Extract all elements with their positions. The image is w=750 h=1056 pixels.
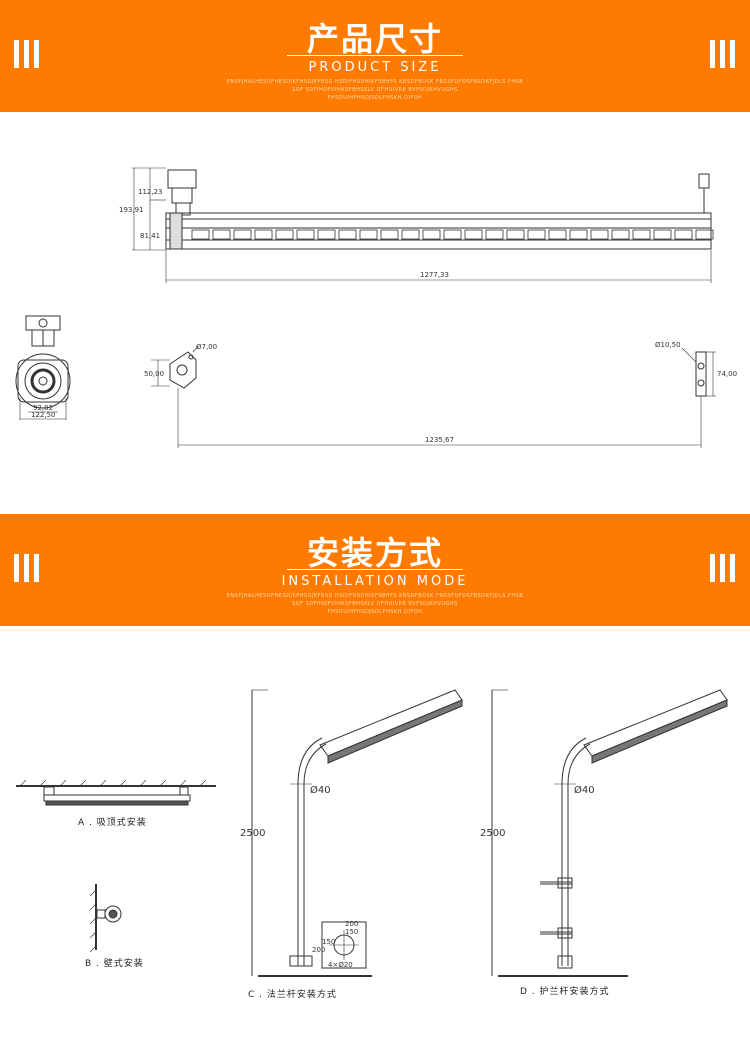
louver-fin <box>653 229 672 240</box>
decor-text: ENSFJHALHESOFHESDJKFHSDJKFBSD HSDIFHSDHI… <box>226 79 524 101</box>
dim-flange-holes: 4×Ø20 <box>328 961 353 969</box>
louver-fin <box>317 229 336 240</box>
dim-flange-outer: 200 <box>345 920 358 928</box>
louver-fin <box>527 229 546 240</box>
dim-bracket-right: 74,00 <box>717 370 737 378</box>
louver-fin <box>296 229 315 240</box>
louver-fin <box>695 229 714 240</box>
louver-fin <box>548 229 567 240</box>
louver-fin <box>338 229 357 240</box>
wall-mount-drawing <box>89 884 122 953</box>
louver-fin <box>443 229 462 240</box>
louver-fin <box>233 229 252 240</box>
decor-bars-left <box>14 40 42 68</box>
decor-bars-right <box>710 40 738 68</box>
dim-pole-height-d: 2500 <box>480 828 505 839</box>
dim-hole-spacing: 1235,67 <box>425 436 454 444</box>
caption-guardrail-pole: D . 护兰杆安装方式 <box>520 987 610 997</box>
louver-fin <box>191 229 210 240</box>
louver-fin <box>590 229 609 240</box>
dim-total-length: 1277,33 <box>420 271 449 279</box>
flange-pole-drawing <box>251 689 463 977</box>
product-dimension-drawing: 112,23 193,91 81,41 1277,33 92,02 122,50 <box>15 167 737 448</box>
section-subtitle: INSTALLATION MODE <box>281 574 469 589</box>
dim-pole-diameter-d: Ø40 <box>574 784 595 796</box>
dim-pole-diameter: Ø40 <box>310 784 331 796</box>
dim-flange-outer-side: 200 <box>312 946 325 954</box>
louver-fin <box>485 229 504 240</box>
dim-flange-inner-side: 150 <box>322 938 335 946</box>
caption-ceiling-mount: A . 吸顶式安装 <box>78 818 147 828</box>
louver-fin <box>401 229 420 240</box>
dim-total-height: 193,91 <box>119 206 144 214</box>
louver-fin <box>254 229 273 240</box>
section-subtitle: PRODUCT SIZE <box>308 60 442 75</box>
louver-fin <box>569 229 588 240</box>
louver-fin <box>275 229 294 240</box>
louver-fin <box>380 229 399 240</box>
dim-top-height: 112,23 <box>138 188 163 196</box>
title-divider <box>287 569 463 570</box>
title-divider <box>287 55 463 56</box>
section-title: 安装方式 <box>306 534 443 572</box>
louver-fin <box>422 229 441 240</box>
dim-body-height: 81,41 <box>140 232 160 240</box>
dim-flange-inner: 150 <box>345 928 358 936</box>
louver-fin <box>506 229 525 240</box>
bracket-right <box>178 347 716 448</box>
caption-wall-mount: B . 壁式安装 <box>85 959 144 969</box>
louver-fin <box>212 229 231 240</box>
dim-outer-width: 122,50 <box>31 411 56 419</box>
product-size-banner: 产品尺寸 PRODUCT SIZE ENSFJHALHESOFHESDJKFHS… <box>0 0 750 112</box>
guardrail-pole-drawing <box>491 689 728 977</box>
dim-bracket-left: 50,00 <box>144 370 164 378</box>
decor-bars-left <box>14 554 42 582</box>
louver-fin <box>359 229 378 240</box>
bracket-left <box>151 345 199 448</box>
louver-fin <box>674 229 693 240</box>
dim-inner-width: 92,02 <box>33 404 53 412</box>
louver-fin <box>611 229 630 240</box>
installation-mode-banner: 安装方式 INSTALLATION MODE ENSFJHALHESOFHESD… <box>0 514 750 626</box>
louver-fin <box>632 229 651 240</box>
decor-text: ENSFJHALHESOFHESDJKFHSDJKFBSD HSDIFHSDHI… <box>226 593 524 615</box>
side-view <box>15 315 71 420</box>
louver-fin <box>464 229 483 240</box>
dim-hole-right: Ø10,50 <box>655 341 681 349</box>
dim-hole-left: Ø7,00 <box>196 343 217 351</box>
dim-pole-height: 2500 <box>240 828 265 839</box>
decor-bars-right <box>710 554 738 582</box>
installation-drawing: 2500 Ø40 200 150 150 200 4×Ø20 2500 Ø40 <box>16 689 728 977</box>
section-title: 产品尺寸 <box>306 20 443 58</box>
caption-flange-pole: C . 法兰杆安装方式 <box>248 990 337 1000</box>
ceiling-mount-drawing <box>16 779 216 806</box>
